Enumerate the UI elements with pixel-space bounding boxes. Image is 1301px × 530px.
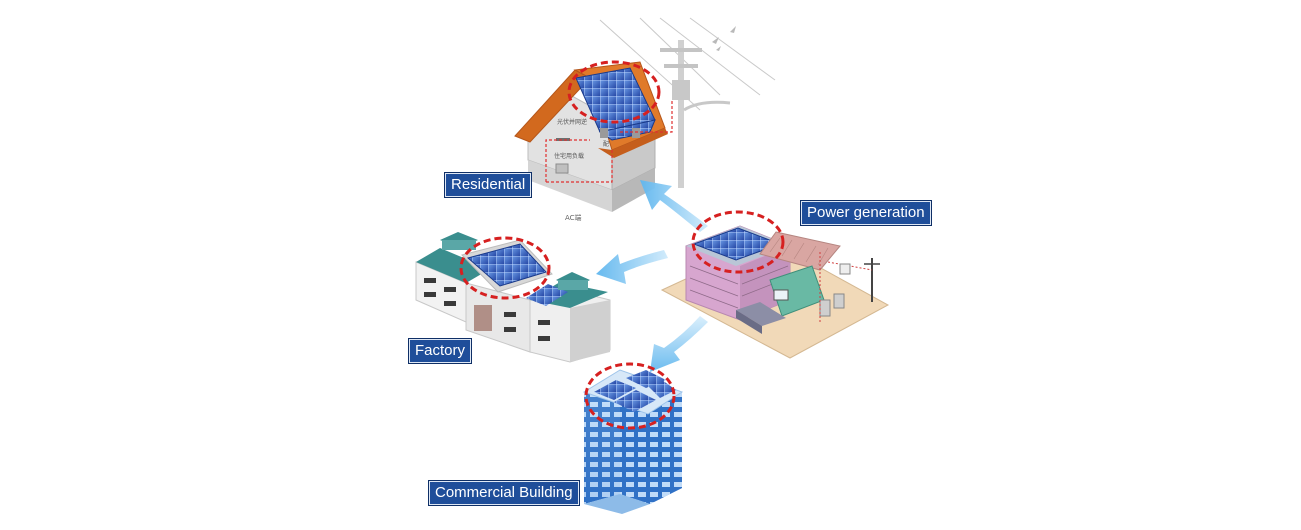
house-annotation-home-load: 住宅用负载 bbox=[554, 152, 584, 160]
arrow-to-residential bbox=[640, 180, 708, 232]
house-annotation-pv-grid: 光伏并网逆 bbox=[557, 118, 587, 126]
arrow-to-factory bbox=[596, 250, 668, 284]
arrow-to-commercial bbox=[650, 316, 708, 372]
commercial-building-illustration bbox=[582, 362, 684, 514]
label-residential: Residential bbox=[444, 172, 533, 198]
utility-pole-icon bbox=[599, 17, 776, 188]
label-commercial-building: Commercial Building bbox=[428, 480, 580, 506]
power-generation-illustration bbox=[660, 210, 890, 359]
house-annotation-distribution: 配 bbox=[603, 141, 609, 148]
birds-icon bbox=[712, 26, 736, 51]
factory-illustration bbox=[415, 232, 611, 363]
label-factory: Factory bbox=[408, 338, 473, 364]
residential-house-illustration bbox=[514, 60, 673, 212]
house-annotation-ac-side: AC端 bbox=[565, 213, 582, 222]
label-power-generation: Power generation bbox=[800, 200, 932, 226]
